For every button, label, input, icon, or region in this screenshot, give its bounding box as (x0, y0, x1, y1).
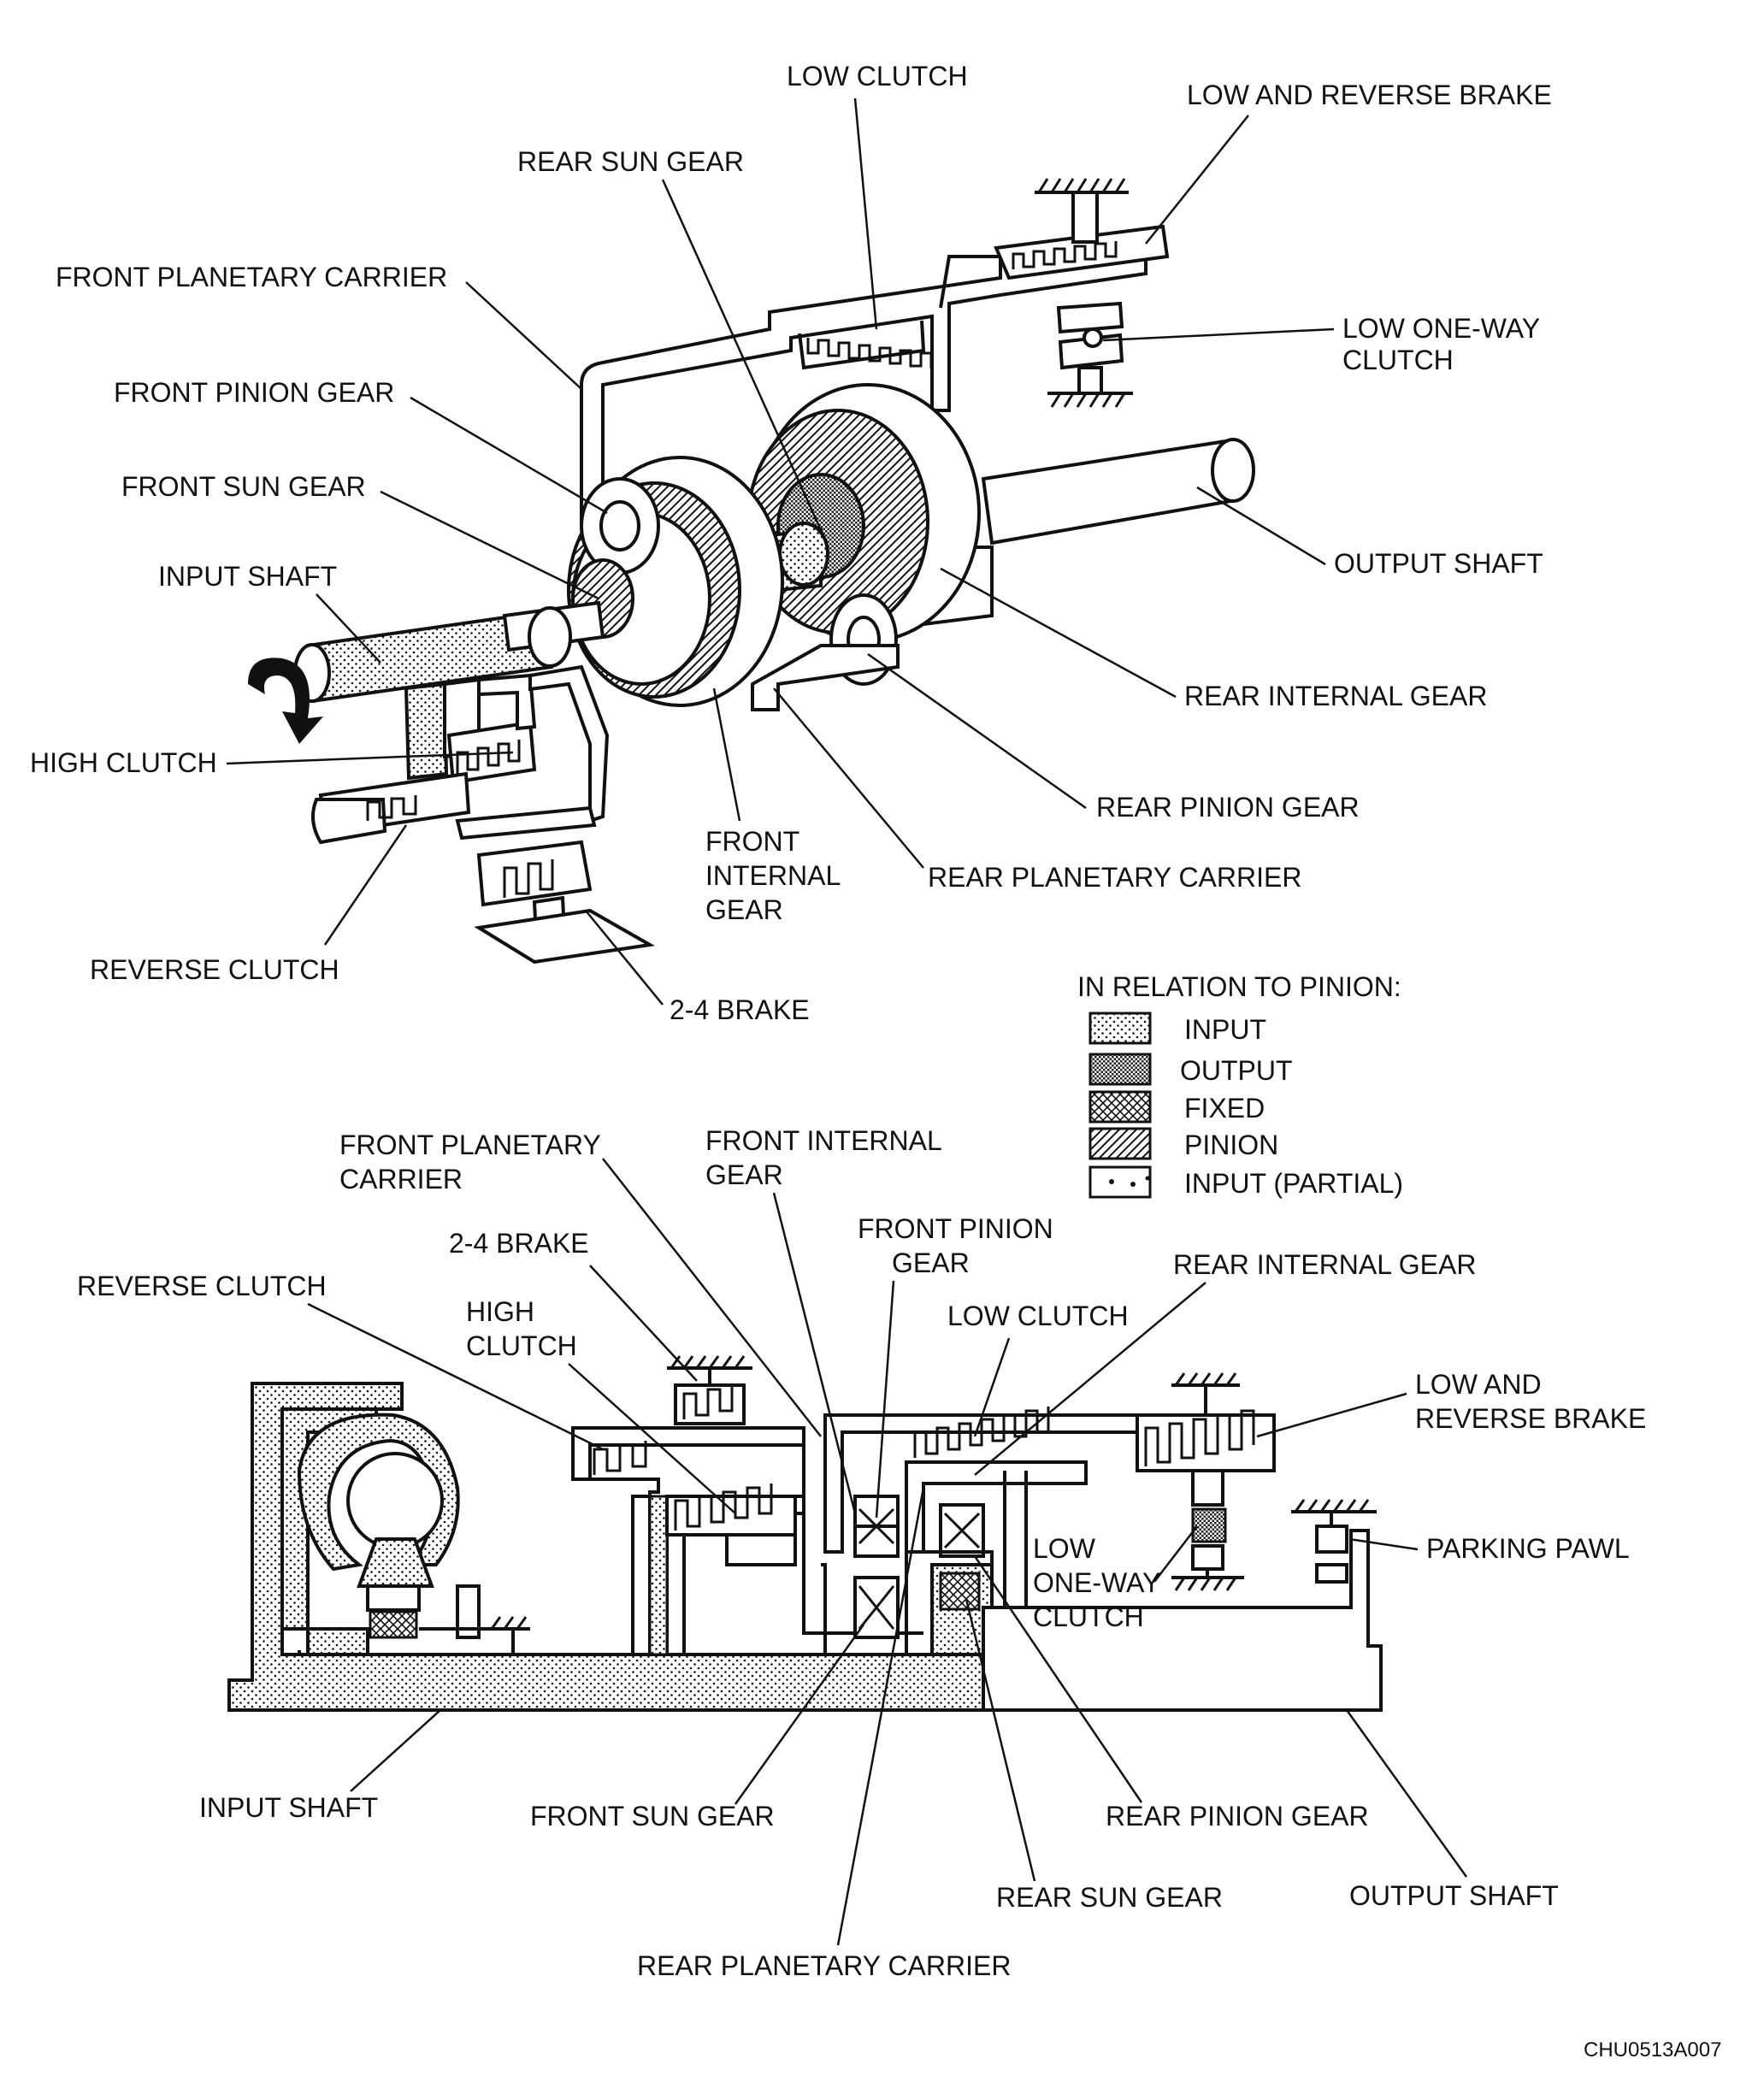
bottom-label-low-reverse-brake-2: REVERSE BRAKE (1415, 1403, 1646, 1434)
bottom-label-front-pinion-gear-2: GEAR (892, 1248, 970, 1278)
bottom-label-output-shaft: OUTPUT SHAFT (1349, 1880, 1559, 1911)
front-carrier-arm (580, 241, 1147, 523)
bottom-label-rear-pinion-gear: REAR PINION GEAR (1106, 1801, 1369, 1832)
output-shaft-schematic (982, 1529, 1383, 1712)
legend-title: IN RELATION TO PINION: (1077, 971, 1401, 1002)
parking-pawl-schematic (1315, 1525, 1348, 1554)
top-label-2-4-brake: 2-4 BRAKE (670, 994, 810, 1025)
brake-2-4-schematic (674, 1383, 746, 1425)
top-label-front-internal-gear-3: GEAR (705, 894, 783, 925)
rotation-arrow-icon (248, 658, 323, 744)
top-label-front-internal-gear-2: INTERNAL (705, 860, 841, 891)
top-label-rear-internal-gear: REAR INTERNAL GEAR (1184, 681, 1487, 711)
bottom-label-input-shaft: INPUT SHAFT (199, 1792, 378, 1823)
bottom-label-2-4-brake: 2-4 BRAKE (449, 1228, 589, 1259)
top-label-rear-sun-gear: REAR SUN GEAR (517, 146, 744, 177)
legend-input-swatch (1088, 1012, 1152, 1045)
rear-carrier-link (751, 644, 900, 711)
top-label-front-internal-gear-1: FRONT (705, 826, 799, 857)
bottom-label-front-internal-gear-2: GEAR (705, 1159, 783, 1190)
bottom-label-low-clutch: LOW CLUTCH (947, 1301, 1129, 1331)
top-label-high-clutch: HIGH CLUTCH (30, 747, 217, 778)
bottom-label-low-reverse-brake-1: LOW AND (1415, 1369, 1542, 1400)
low-clutch-drawing (806, 338, 933, 369)
bottom-label-rear-sun-gear: REAR SUN GEAR (996, 1882, 1223, 1913)
bottom-schematic (227, 1355, 1383, 1712)
brake-2-4-drawing (476, 840, 593, 907)
top-label-front-pinion-gear: FRONT PINION GEAR (114, 377, 394, 408)
legend-input-partial-swatch (1088, 1165, 1152, 1199)
legend-pinion-swatch (1088, 1127, 1152, 1160)
legend-input-label: INPUT (1184, 1014, 1266, 1045)
top-label-rear-planetary-carrier: REAR PLANETARY CARRIER (928, 862, 1301, 893)
low-one-way-clutch-schematic (1191, 1507, 1227, 1543)
legend-pinion-label: PINION (1184, 1130, 1278, 1160)
bottom-label-high-clutch-1: HIGH (466, 1296, 534, 1327)
bottom-label-low-one-way-clutch-2: ONE-WAY (1033, 1567, 1160, 1598)
bottom-label-front-pinion-gear-1: FRONT PINION (858, 1213, 1053, 1244)
top-label-output-shaft: OUTPUT SHAFT (1334, 548, 1543, 579)
bottom-label-front-internal-gear-1: FRONT INTERNAL (705, 1125, 942, 1156)
top-label-low-one-way-clutch-1: LOW ONE-WAY (1342, 313, 1540, 344)
bottom-label-reverse-clutch: REVERSE CLUTCH (77, 1271, 327, 1301)
legend-fixed-label: FIXED (1184, 1093, 1265, 1124)
figure-code: CHU0513A007 (1584, 2038, 1721, 2062)
bottom-label-front-planetary-carrier-2: CARRIER (339, 1164, 463, 1194)
top-label-low-clutch: LOW CLUTCH (787, 61, 968, 91)
bottom-label-parking-pawl: PARKING PAWL (1426, 1533, 1630, 1564)
low-reverse-brake-drawing (994, 224, 1170, 280)
bottom-label-front-sun-gear: FRONT SUN GEAR (530, 1801, 775, 1832)
legend: IN RELATION TO PINION: INPUT OUTPUT FIXE… (1077, 971, 1403, 1199)
low-one-way-clutch-drawing (1056, 301, 1124, 334)
output-shaft-drawing (981, 438, 1249, 546)
top-label-low-one-way-clutch-2: CLUTCH (1342, 345, 1454, 375)
rear-pinion-schematic (939, 1503, 985, 1558)
low-clutch-schematic (913, 1407, 1050, 1458)
top-labels: LOW CLUTCH LOW AND REVERSE BRAKE REAR SU… (30, 61, 1552, 1025)
top-label-rear-pinion-gear: REAR PINION GEAR (1096, 792, 1360, 823)
bottom-label-low-one-way-clutch-3: CLUTCH (1033, 1601, 1144, 1632)
top-label-low-reverse-brake: LOW AND REVERSE BRAKE (1187, 80, 1552, 110)
top-label-front-sun-gear: FRONT SUN GEAR (121, 471, 366, 502)
top-label-reverse-clutch: REVERSE CLUTCH (90, 954, 339, 985)
top-label-input-shaft: INPUT SHAFT (158, 561, 337, 592)
legend-output-label: OUTPUT (1180, 1055, 1293, 1086)
bottom-label-low-one-way-clutch-1: LOW (1033, 1533, 1096, 1564)
legend-input-partial-label: INPUT (PARTIAL) (1184, 1168, 1403, 1199)
bottom-label-rear-internal-gear: REAR INTERNAL GEAR (1173, 1249, 1476, 1280)
bottom-label-rear-planetary-carrier: REAR PLANETARY CARRIER (637, 1950, 1011, 1981)
top-label-front-planetary-carrier: FRONT PLANETARY CARRIER (56, 262, 447, 292)
bottom-label-high-clutch-2: CLUTCH (466, 1330, 577, 1361)
legend-output-swatch (1088, 1053, 1152, 1086)
legend-fixed-swatch (1088, 1090, 1152, 1124)
bottom-label-front-planetary-carrier-1: FRONT PLANETARY (339, 1130, 601, 1160)
bottom-labels: FRONT PLANETARY CARRIER FRONT INTERNAL G… (77, 1125, 1721, 2062)
